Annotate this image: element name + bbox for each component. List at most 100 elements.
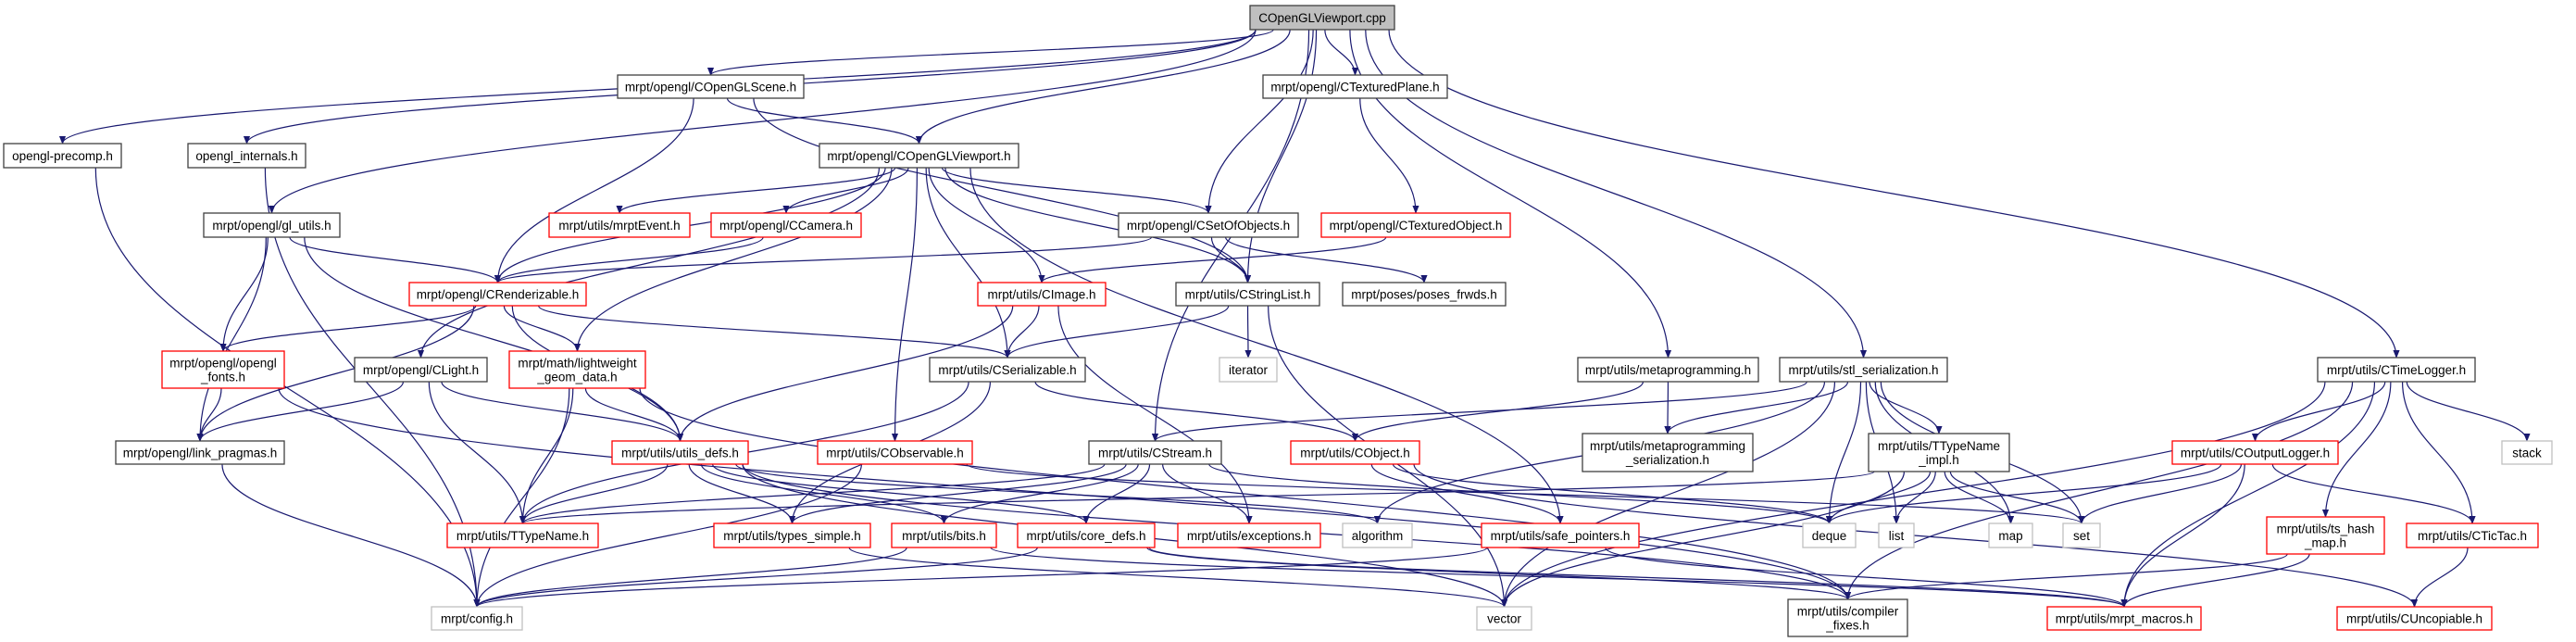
node-cimage[interactable]: mrpt/utils/CImage.h	[977, 282, 1107, 307]
node-box	[408, 282, 587, 307]
node-label: _map.h	[2304, 536, 2346, 550]
node-stlser[interactable]: mrpt/utils/stl_serialization.h	[1779, 357, 1948, 383]
node-box	[1088, 440, 1222, 465]
node-ttypename[interactable]: mrpt/utils/TTypeName.h	[446, 522, 599, 548]
node-label: mrpt/config.h	[441, 612, 513, 626]
node-precomp[interactable]: opengl-precomp.h	[3, 143, 122, 169]
node-label: mrpt/opengl/gl_utils.h	[212, 219, 331, 233]
node-typessimple[interactable]: mrpt/utils/types_simple.h	[713, 522, 871, 548]
node-box	[2317, 357, 2476, 383]
node-safeptr[interactable]: mrpt/utils/safe_pointers.h	[1481, 522, 1640, 548]
node-ttypeimpl[interactable]: mrpt/utils/TTypeName_impl.h	[1868, 433, 2010, 472]
node-box	[1779, 357, 1948, 383]
node-box	[1118, 212, 1299, 238]
node-viewport[interactable]: mrpt/opengl/COpenGLViewport.h	[819, 143, 1019, 169]
node-box	[2171, 440, 2339, 465]
node-fonts[interactable]: mrpt/opengl/opengl_fonts.h	[161, 350, 285, 389]
edge-viewport-to-clight	[417, 167, 881, 359]
node-box	[1290, 440, 1420, 465]
node-timelogger[interactable]: mrpt/utils/CTimeLogger.h	[2317, 357, 2476, 383]
node-observable[interactable]: mrpt/utils/CObservable.h	[817, 440, 973, 465]
edge-outputlogger-to-tictac	[2271, 463, 2476, 524]
node-algorithm[interactable]: algorithm	[1342, 522, 1413, 548]
node-cobject[interactable]: mrpt/utils/CObject.h	[1290, 440, 1420, 465]
node-label: mrpt/opengl/CCamera.h	[719, 219, 853, 233]
node-mrptevent[interactable]: mrpt/utils/mrptEvent.h	[548, 212, 691, 238]
node-metaprog[interactable]: mrpt/utils/metaprogramming.h	[1577, 357, 1759, 383]
node-setofobj[interactable]: mrpt/opengl/CSetOfObjects.h	[1118, 212, 1299, 238]
node-list[interactable]: list	[1878, 522, 1915, 548]
edge-safeptr-to-config	[473, 547, 1488, 608]
node-camera[interactable]: mrpt/opengl/CCamera.h	[710, 212, 862, 238]
node-tshash[interactable]: mrpt/utils/ts_hash_map.h	[2266, 516, 2385, 555]
node-outputlogger[interactable]: mrpt/utils/COutputLogger.h	[2171, 440, 2339, 465]
node-box	[713, 522, 871, 548]
edge-glutils-to-utilsdefs	[304, 236, 684, 442]
edge-cpp-to-stringlist	[1244, 29, 1318, 283]
node-glutils[interactable]: mrpt/opengl/gl_utils.h	[203, 212, 341, 238]
node-box	[1262, 74, 1448, 99]
edge-ttypeimpl-to-list	[1893, 471, 1936, 524]
node-label: map	[1998, 529, 2022, 543]
nodes-layer: COpenGLViewport.cpp mrpt/opengl/COpenGLSc…	[3, 5, 2553, 637]
node-texobj[interactable]: mrpt/opengl/CTexturedObject.h	[1320, 212, 1511, 238]
node-box	[3, 143, 122, 169]
edge-cstream-to-exceptions	[1162, 463, 1253, 524]
edge-texplane-to-texobj	[1359, 97, 1419, 214]
node-clight[interactable]: mrpt/opengl/CLight.h	[354, 357, 488, 383]
node-bits[interactable]: mrpt/utils/bits.h	[891, 522, 997, 548]
node-cstream[interactable]: mrpt/utils/CStream.h	[1088, 440, 1222, 465]
node-box	[617, 74, 805, 99]
edge-metaprog-to-cobject	[1351, 381, 1644, 442]
node-uncopiable[interactable]: mrpt/utils/CUncopiable.h	[2336, 606, 2493, 631]
node-box	[1878, 522, 1915, 548]
node-label: list	[1889, 529, 1905, 543]
node-serializable[interactable]: mrpt/utils/CSerializable.h	[929, 357, 1086, 383]
node-tictac[interactable]: mrpt/utils/CTicTac.h	[2406, 522, 2539, 548]
edge-cstream-to-coredefs	[1082, 463, 1151, 524]
node-box	[1787, 598, 1908, 637]
edge-tshash-to-macros	[2120, 553, 2310, 608]
node-coredefs[interactable]: mrpt/utils/core_defs.h	[1017, 522, 1156, 548]
node-deque[interactable]: deque	[1802, 522, 1857, 548]
node-stringlist[interactable]: mrpt/utils/CStringList.h	[1175, 282, 1320, 307]
node-renderizable[interactable]: mrpt/opengl/CRenderizable.h	[408, 282, 587, 307]
edge-stringlist-to-serializable	[1004, 305, 1230, 359]
node-linkpragmas[interactable]: mrpt/opengl/link_pragmas.h	[115, 440, 285, 465]
node-box	[977, 282, 1107, 307]
node-exceptions[interactable]: mrpt/utils/exceptions.h	[1177, 522, 1321, 548]
edge-utilsdefs-to-algorithm	[735, 463, 1381, 524]
edge-cpp-to-setofobj	[1205, 29, 1314, 214]
node-scene[interactable]: mrpt/opengl/COpenGLScene.h	[617, 74, 805, 99]
node-internals[interactable]: opengl_internals.h	[187, 143, 306, 169]
node-label: mrpt/opengl/CSetOfObjects.h	[1127, 219, 1290, 233]
node-label: mrpt/utils/exceptions.h	[1187, 529, 1311, 543]
node-utilsdefs[interactable]: mrpt/utils/utils_defs.h	[611, 440, 749, 465]
edge-lwgeom-to-config	[473, 387, 570, 608]
edge-stlser-to-ttypeimpl	[1869, 381, 1943, 434]
node-compfixes[interactable]: mrpt/utils/compiler_fixes.h	[1787, 598, 1908, 637]
node-label: mrpt/opengl/CTexturedObject.h	[1330, 219, 1503, 233]
node-texplane[interactable]: mrpt/opengl/CTexturedPlane.h	[1262, 74, 1448, 99]
node-label: mrpt/utils/CStream.h	[1098, 447, 1212, 460]
node-vector[interactable]: vector	[1476, 606, 1532, 631]
node-cpp[interactable]: COpenGLViewport.cpp	[1249, 5, 1395, 31]
node-stack[interactable]: stack	[2501, 440, 2553, 465]
edge-outputlogger-to-deque	[1826, 463, 2222, 524]
edge-coredefs-to-macros	[1148, 547, 2128, 608]
edge-clight-to-ttypename	[428, 381, 527, 524]
node-metaprogser[interactable]: mrpt/utils/metaprogramming_serialization…	[1582, 433, 1754, 472]
node-map[interactable]: map	[1988, 522, 2033, 548]
node-lwgeom[interactable]: mrpt/math/lightweight_geom_data.h	[508, 350, 646, 389]
node-label: mrpt/opengl/COpenGLScene.h	[625, 81, 796, 94]
node-config[interactable]: mrpt/config.h	[431, 606, 523, 631]
node-set[interactable]: set	[2062, 522, 2101, 548]
node-iterator[interactable]: iterator	[1219, 357, 1278, 383]
node-label: mrpt/opengl/opengl	[169, 357, 277, 371]
node-label: mrpt/utils/CTicTac.h	[2418, 529, 2527, 543]
node-box	[2266, 516, 2385, 555]
node-box	[2062, 522, 2101, 548]
node-macros[interactable]: mrpt/utils/mrpt_macros.h	[2046, 606, 2202, 631]
node-posesfrwds[interactable]: mrpt/poses/poses_frwds.h	[1342, 282, 1507, 307]
edge-clight-to-linkpragmas	[196, 381, 405, 442]
